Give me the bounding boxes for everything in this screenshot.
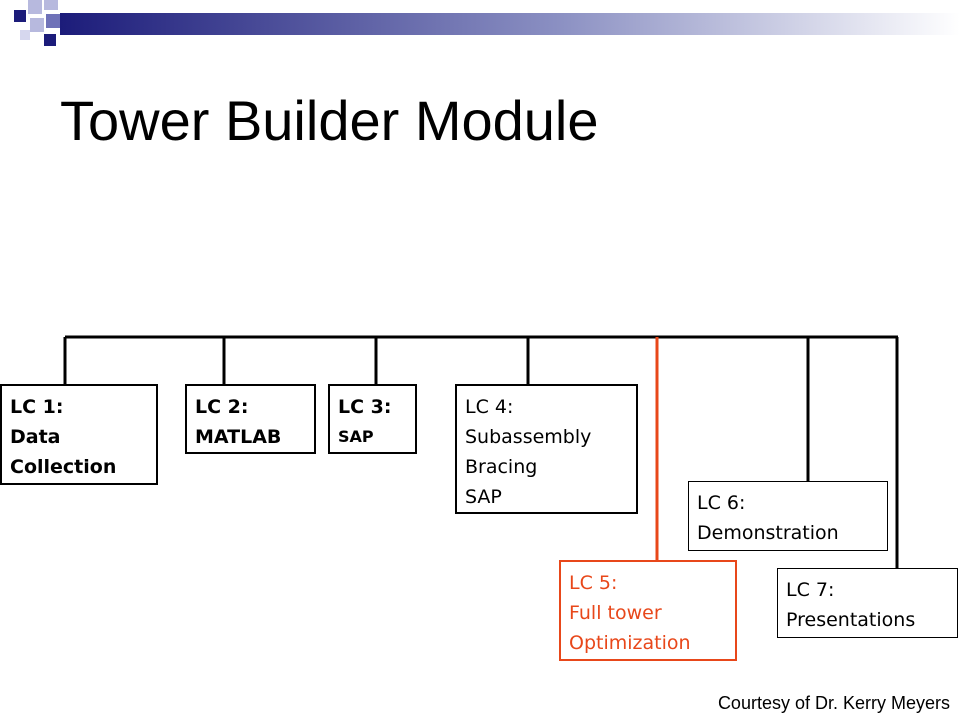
slide-title: Tower Builder Module (60, 89, 599, 152)
lc4-box: LC 4: Subassembly Bracing SAP (455, 384, 638, 514)
lc6-line: Demonstration (697, 522, 839, 544)
lc3-line: SAP (338, 427, 374, 446)
banner-square (28, 0, 42, 14)
lc7-line: LC 7: (786, 579, 835, 601)
banner-square (44, 0, 58, 10)
lc5-box: LC 5: Full tower Optimization (559, 560, 737, 661)
lc5-line: LC 5: (569, 572, 618, 594)
lc1-line: Collection (10, 456, 117, 478)
lc1-line: Data (10, 426, 61, 448)
lc5-line: Full tower (569, 602, 662, 624)
lc1-box: LC 1: Data Collection (0, 384, 158, 485)
lc7-line: Presentations (786, 609, 916, 631)
banner-square (30, 18, 44, 32)
credit-text: Courtesy of Dr. Kerry Meyers (717, 693, 950, 713)
lc4-line: Subassembly (465, 426, 592, 448)
lc2-line: LC 2: (195, 396, 249, 418)
lc4-line: Bracing (465, 456, 538, 478)
lc6-box: LC 6: Demonstration (688, 481, 888, 551)
banner-gradient-bar (60, 13, 960, 35)
banner-square (46, 14, 60, 28)
lc3-line: LC 3: (338, 396, 392, 418)
lc4-line: SAP (465, 486, 502, 508)
banner-square (20, 30, 30, 40)
lc4-line: LC 4: (465, 396, 514, 418)
banner-square (14, 10, 26, 22)
lc2-line: MATLAB (195, 426, 282, 448)
lc5-line: Optimization (569, 632, 691, 654)
decorative-banner (14, 0, 960, 46)
lc7-box: LC 7: Presentations (777, 568, 958, 638)
lc6-line: LC 6: (697, 492, 746, 514)
lc3-box: LC 3: SAP (328, 384, 417, 454)
lc2-box: LC 2: MATLAB (185, 384, 316, 454)
lc1-line: LC 1: (10, 396, 64, 418)
banner-square (44, 34, 56, 46)
